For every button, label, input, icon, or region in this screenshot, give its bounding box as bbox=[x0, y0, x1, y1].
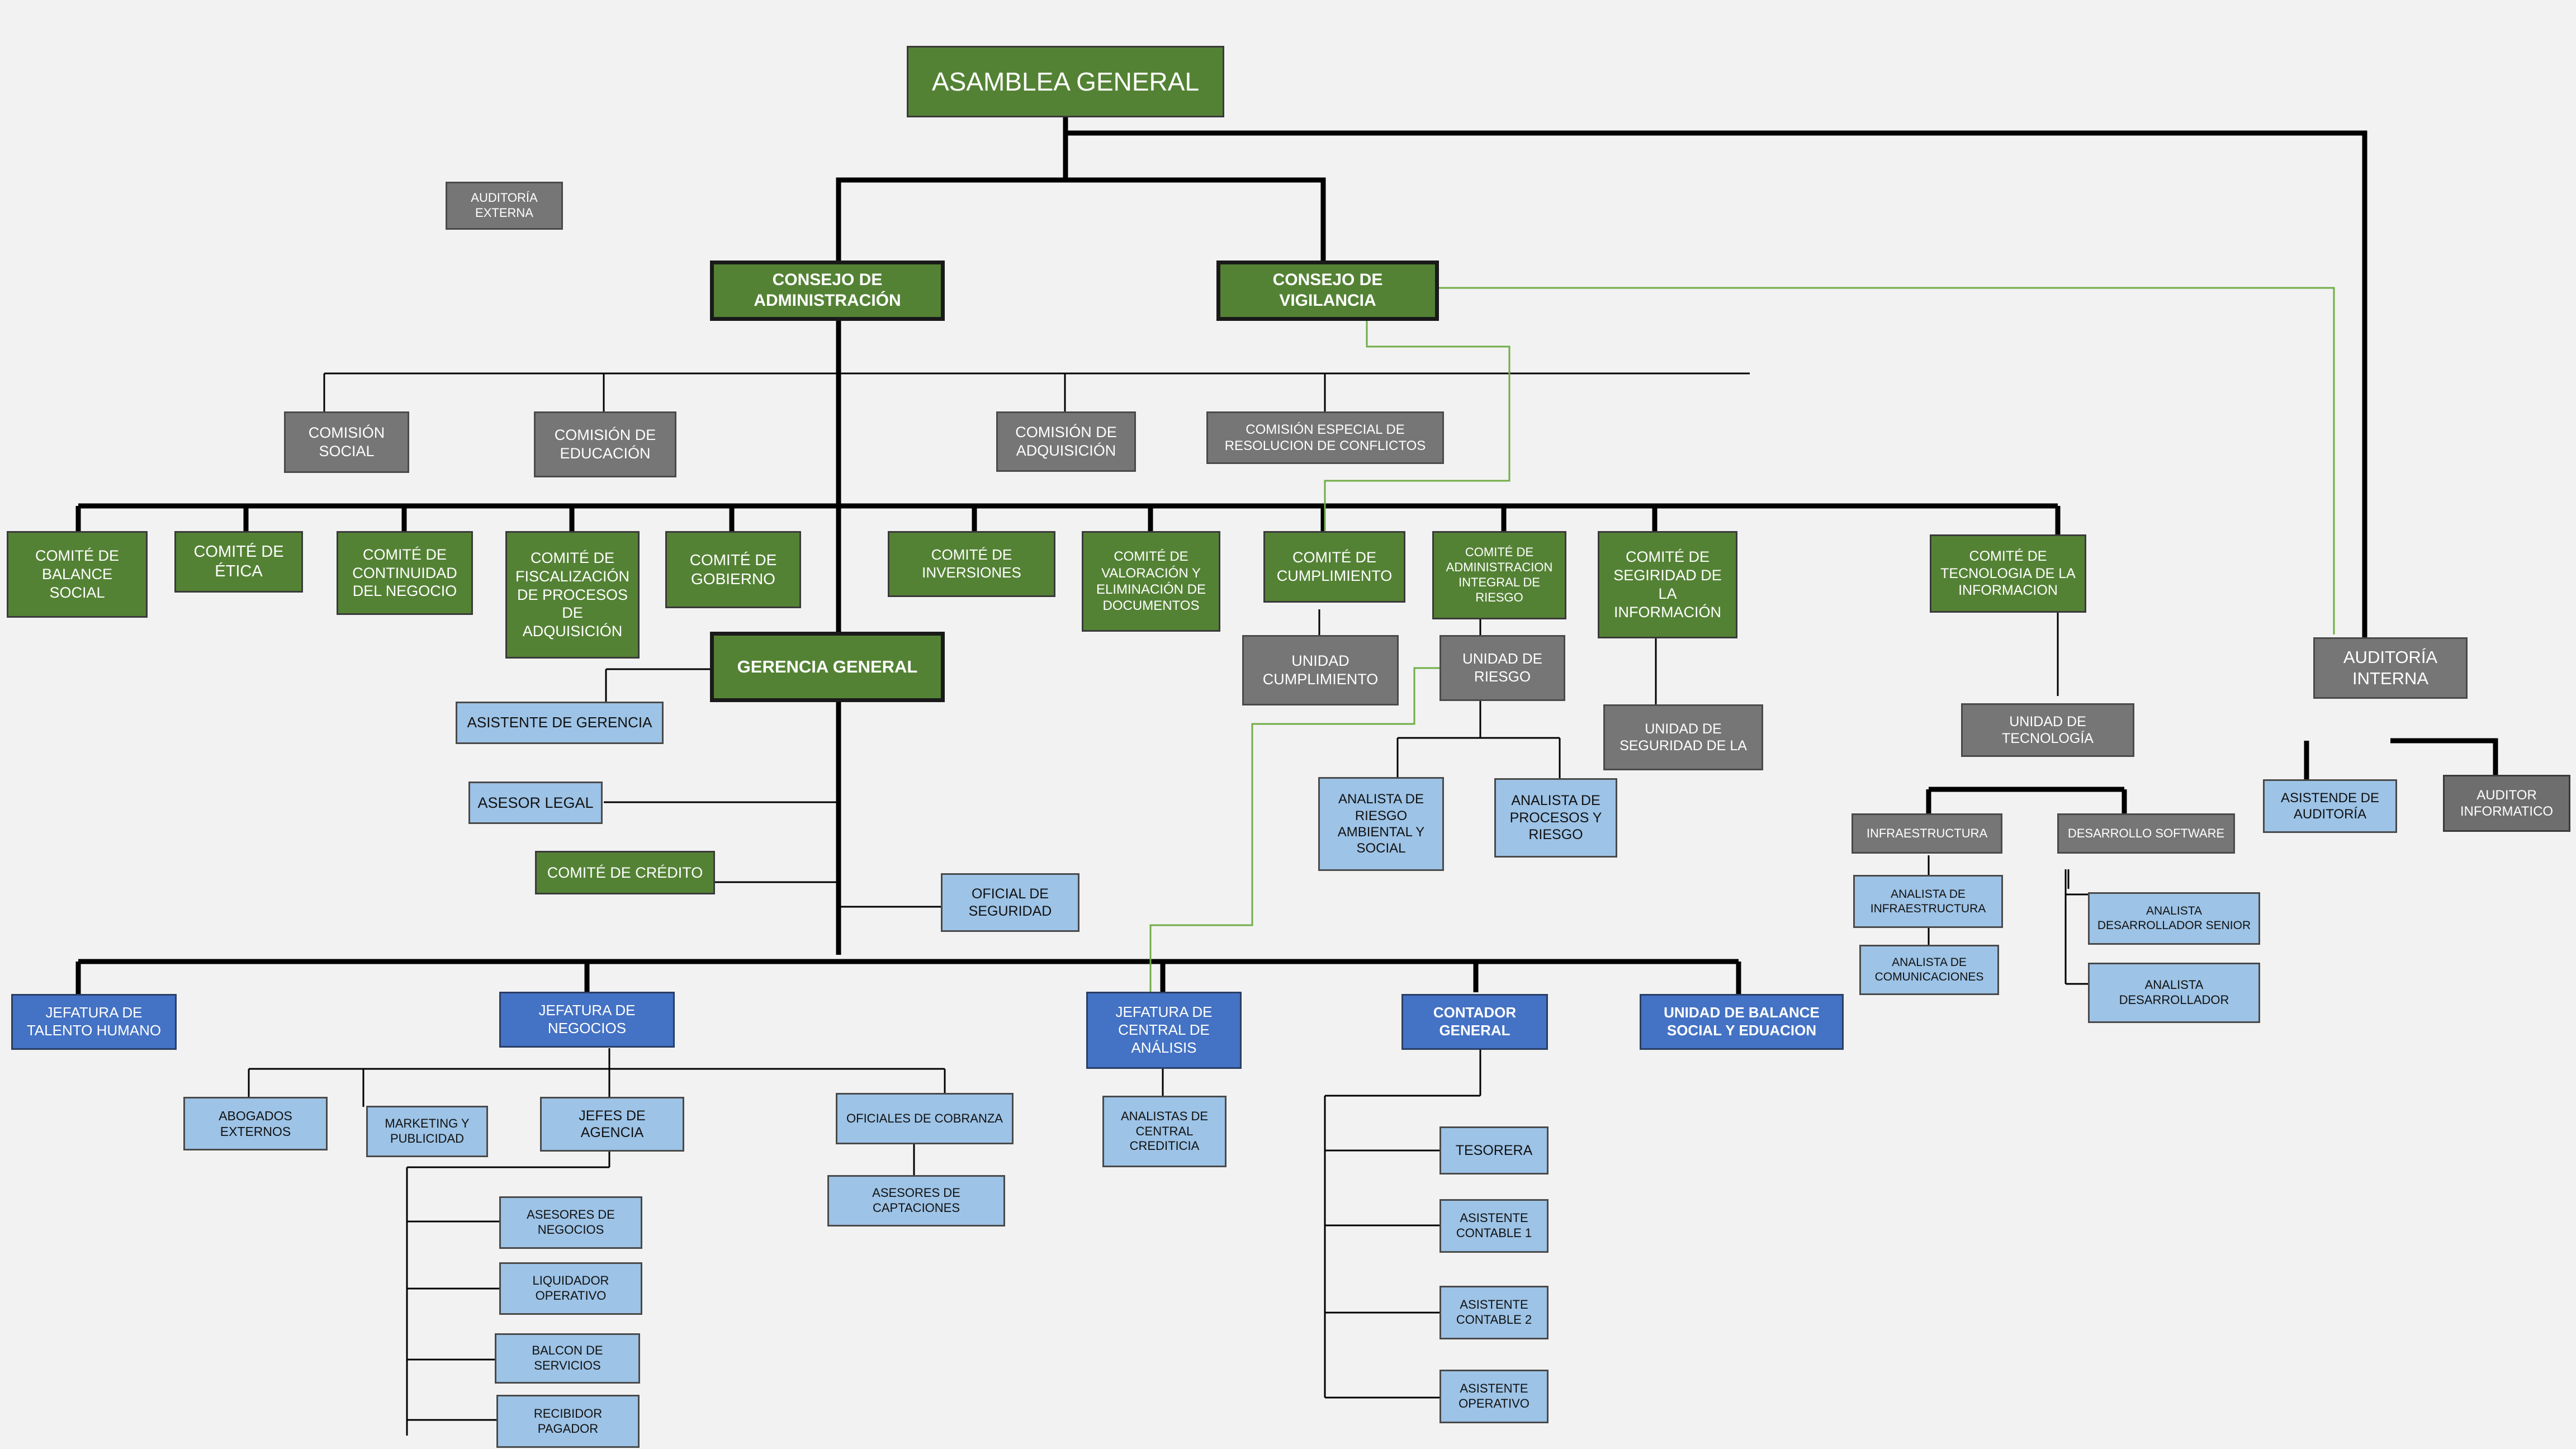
comite-credito-node: COMITÉ DE CRÉDITO bbox=[535, 851, 715, 894]
analista-comunicaciones-node: ANALISTA DE COMUNICACIONES bbox=[1859, 945, 1999, 995]
asistente-contable-1-node: ASISTENTE CONTABLE 1 bbox=[1439, 1199, 1549, 1253]
tesorera-node: TESORERA bbox=[1439, 1126, 1549, 1175]
comite-inversiones-node: COMITÉ DE INVERSIONES bbox=[888, 531, 1055, 597]
balcon-servicios-node: BALCON DE SERVICIOS bbox=[495, 1333, 640, 1384]
comite-fiscalizacion-node: COMITÉ DE FISCALIZACIÓN DE PROCESOS DE A… bbox=[505, 531, 640, 659]
gerencia-general-node: GERENCIA GENERAL bbox=[710, 632, 945, 702]
oficiales-cobranza-node: OFICIALES DE COBRANZA bbox=[836, 1093, 1014, 1144]
unidad-seguridad-node: UNIDAD DE SEGURIDAD DE LA bbox=[1603, 704, 1763, 770]
analista-infraestructura-node: ANALISTA DE INFRAESTRUCTURA bbox=[1853, 875, 2003, 928]
unidad-cumplimiento-node: UNIDAD CUMPLIMIENTO bbox=[1242, 635, 1399, 705]
unidad-balance-node: UNIDAD DE BALANCE SOCIAL Y EDUACION bbox=[1640, 994, 1844, 1050]
comite-cumplimiento-node: COMITÉ DE CUMPLIMIENTO bbox=[1263, 531, 1405, 603]
comite-tecnologia-node: COMITÉ DE TECNOLOGIA DE LA INFORMACION bbox=[1930, 534, 2086, 613]
comite-seguridad-node: COMITÉ DE SEGIRIDAD DE LA INFORMACIÓN bbox=[1598, 531, 1737, 638]
jefes-agencia-node: JEFES DE AGENCIA bbox=[540, 1097, 684, 1152]
asistente-contable-2-node: ASISTENTE CONTABLE 2 bbox=[1439, 1286, 1549, 1339]
comision-social-node: COMISIÓN SOCIAL bbox=[284, 411, 409, 473]
comite-riesgo-node: COMITÉ DE ADMINISTRACION INTEGRAL DE RIE… bbox=[1432, 531, 1566, 619]
unidad-riesgo-node: UNIDAD DE RIESGO bbox=[1439, 635, 1565, 701]
oficial-seguridad-node: OFICIAL DE SEGURIDAD bbox=[941, 873, 1079, 932]
asesores-captaciones-node: ASESORES DE CAPTACIONES bbox=[827, 1175, 1005, 1227]
analista-dev-node: ANALISTA DESARROLLADOR bbox=[2088, 963, 2260, 1023]
analista-riesgo-ambiental-node: ANALISTA DE RIESGO AMBIENTAL Y SOCIAL bbox=[1318, 777, 1444, 871]
jefatura-negocios-node: JEFATURA DE NEGOCIOS bbox=[499, 992, 675, 1048]
jefatura-talento-node: JEFATURA DE TALENTO HUMANO bbox=[11, 994, 177, 1050]
asistente-operativo-node: ASISTENTE OPERATIVO bbox=[1439, 1370, 1549, 1423]
consejo-administracion-node: CONSEJO DE ADMINISTRACIÓN bbox=[710, 261, 945, 321]
comision-adquisicion-node: COMISIÓN DE ADQUISICIÓN bbox=[996, 411, 1136, 472]
comite-balance-social-node: COMITÉ DE BALANCE SOCIAL bbox=[7, 531, 148, 618]
analista-procesos-riesgo-node: ANALISTA DE PROCESOS Y RIESGO bbox=[1494, 778, 1617, 858]
liquidador-operativo-node: LIQUIDADOR OPERATIVO bbox=[499, 1262, 642, 1315]
infraestructura-node: INFRAESTRUCTURA bbox=[1852, 813, 2002, 854]
jefatura-analisis-node: JEFATURA DE CENTRAL DE ANÁLISIS bbox=[1086, 992, 1242, 1069]
asesores-negocios-node: ASESORES DE NEGOCIOS bbox=[499, 1196, 642, 1249]
comite-continuidad-node: COMITÉ DE CONTINUIDAD DEL NEGOCIO bbox=[337, 531, 473, 615]
comision-educacion-node: COMISIÓN DE EDUCACIÓN bbox=[534, 411, 676, 477]
consejo-vigilancia-node: CONSEJO DE VIGILANCIA bbox=[1216, 261, 1439, 321]
analista-dev-senior-node: ANALISTA DESARROLLADOR SENIOR bbox=[2088, 892, 2260, 945]
recibidor-pagador-node: RECIBIDOR PAGADOR bbox=[496, 1395, 640, 1448]
unidad-tecnologia-node: UNIDAD DE TECNOLOGÍA bbox=[1961, 703, 2134, 757]
asistente-auditoria-node: ASISTENDE DE AUDITORÍA bbox=[2263, 779, 2397, 833]
asamblea-general-node: ASAMBLEA GENERAL bbox=[907, 46, 1224, 117]
asistente-gerencia-node: ASISTENTE DE GERENCIA bbox=[456, 702, 664, 744]
comite-etica-node: COMITÉ DE ÉTICA bbox=[174, 531, 303, 593]
auditoria-externa-node: AUDITORÍA EXTERNA bbox=[446, 182, 563, 230]
auditoria-interna-node: AUDITORÍA INTERNA bbox=[2313, 637, 2468, 699]
analistas-central-node: ANALISTAS DE CENTRAL CREDITICIA bbox=[1102, 1096, 1227, 1167]
asesor-legal-node: ASESOR LEGAL bbox=[468, 782, 603, 824]
marketing-node: MARKETING Y PUBLICIDAD bbox=[366, 1106, 488, 1157]
contador-general-node: CONTADOR GENERAL bbox=[1401, 994, 1548, 1050]
comision-especial-node: COMISIÓN ESPECIAL DE RESOLUCION DE CONFL… bbox=[1206, 411, 1444, 464]
desarrollo-software-node: DESARROLLO SOFTWARE bbox=[2057, 813, 2235, 854]
comite-gobierno-node: COMITÉ DE GOBIERNO bbox=[665, 531, 801, 608]
auditor-informatico-node: AUDITOR INFORMATICO bbox=[2443, 775, 2570, 832]
abogados-externos-node: ABOGADOS EXTERNOS bbox=[183, 1097, 328, 1150]
comite-valoracion-node: COMITÉ DE VALORACIÓN Y ELIMINACIÓN DE DO… bbox=[1082, 531, 1220, 632]
